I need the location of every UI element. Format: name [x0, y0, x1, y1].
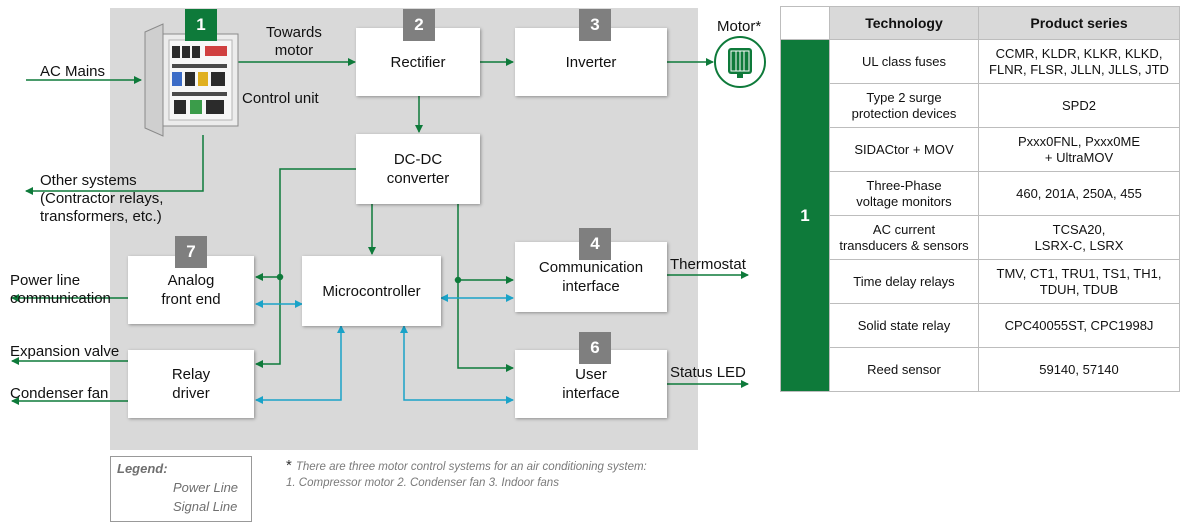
table-row: SIDACtor + MOV Pxxx0FNL, Pxxx0ME + Ultra… [781, 127, 1180, 172]
technology-cell: AC current transducers & sensors [829, 215, 979, 260]
technology-cell: Time delay relays [829, 259, 979, 304]
series-cell: Pxxx0FNL, Pxxx0ME + UltraMOV [978, 127, 1180, 172]
technology-cell: Type 2 surge protection devices [829, 83, 979, 128]
group-badge-1: 1 [780, 39, 830, 392]
table-header-row: Technology Product series [780, 6, 1180, 40]
footnote-asterisk: * [286, 457, 292, 474]
footnote: *There are three motor control systems f… [286, 458, 647, 491]
table-row: Type 2 surge protection devices SPD2 [781, 83, 1180, 128]
table-row: Solid state relay CPC40055ST, CPC1998J [781, 303, 1180, 348]
table-row: Time delay relays TMV, CT1, TRU1, TS1, T… [781, 259, 1180, 304]
badge-6: 6 [579, 332, 611, 364]
table-row: 1 UL class fuses CCMR, KLDR, KLKR, KLKD,… [780, 39, 1180, 392]
badge-3: 3 [579, 9, 611, 41]
table-row: Reed sensor 59140, 57140 [781, 347, 1180, 392]
power-line-dcdc-right [457, 204, 514, 372]
series-cell: 59140, 57140 [978, 347, 1180, 392]
series-cell: CCMR, KLDR, KLKR, KLKD, FLNR, FLSR, JLLN… [978, 39, 1180, 84]
condenser-fan-label: Condenser fan [10, 385, 109, 402]
header-product-series: Product series [978, 6, 1180, 40]
legend-power-line: Power Line [173, 480, 239, 495]
series-cell: 460, 201A, 250A, 455 [978, 171, 1180, 216]
other-systems-label: Other systems (Contractor relays, transf… [40, 172, 164, 225]
legend-signal-line: Signal Line [173, 499, 238, 514]
technology-cell: SIDACtor + MOV [829, 127, 979, 172]
header-blank-cell [780, 6, 830, 40]
signal-line-relay-micro [255, 325, 345, 404]
series-cell: TCSA20, LSRX-C, LSRX [978, 215, 1180, 260]
badge-1: 1 [185, 9, 217, 41]
product-series-table: Technology Product series 1 UL class fus… [780, 6, 1180, 392]
series-cell: SPD2 [978, 83, 1180, 128]
legend-title: Legend: [117, 461, 168, 476]
badge-4: 4 [579, 228, 611, 260]
technology-cell: Three-Phase voltage monitors [829, 171, 979, 216]
series-cell: CPC40055ST, CPC1998J [978, 303, 1180, 348]
header-technology: Technology [829, 6, 979, 40]
table-row: Three-Phase voltage monitors 460, 201A, … [781, 171, 1180, 216]
power-line-other-systems [25, 135, 204, 195]
technology-cell: Reed sensor [829, 347, 979, 392]
towards-motor-label: Towards motor [266, 24, 322, 59]
technology-cell: Solid state relay [829, 303, 979, 348]
legend: Legend: Power Line Signal Line [110, 456, 252, 522]
thermostat-label: Thermostat [670, 256, 746, 273]
badge-7: 7 [175, 236, 207, 268]
rectifier-block: Rectifier [356, 28, 480, 96]
control-unit-cabinet-icon [144, 23, 239, 137]
microcontroller-block: Microcontroller [302, 256, 441, 326]
footnote-text: There are three motor control systems fo… [286, 461, 647, 489]
motor-label: Motor* [717, 18, 762, 35]
motor-icon [714, 36, 766, 88]
power-line-communication-label: Power line communication [10, 272, 111, 307]
table-row: AC current transducers & sensors TCSA20,… [781, 215, 1180, 260]
control-unit-label: Control unit [242, 90, 319, 107]
expansion-valve-label: Expansion valve [10, 343, 120, 360]
technology-cell: UL class fuses [829, 39, 979, 84]
signal-line-micro-ui [400, 325, 514, 404]
badge-2: 2 [403, 9, 435, 41]
ac-mains-label: AC Mains [40, 63, 106, 80]
status-led-label: Status LED [670, 364, 746, 381]
relay-driver-block: Relay driver [128, 350, 254, 418]
series-cell: TMV, CT1, TRU1, TS1, TH1, TDUH, TDUB [978, 259, 1180, 304]
dcdc-converter-block: DC-DC converter [356, 134, 480, 204]
